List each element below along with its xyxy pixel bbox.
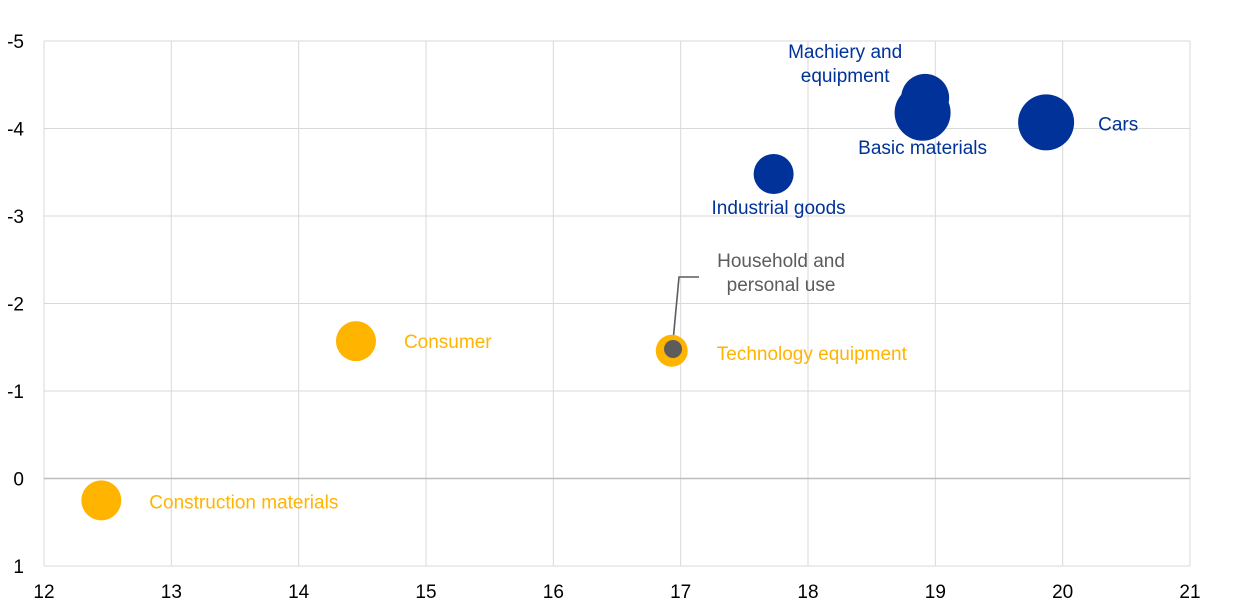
point-household-and-personal-use	[664, 340, 683, 358]
x-tick-label-21: 21	[1179, 582, 1200, 603]
x-tick-label-14: 14	[288, 582, 310, 603]
x-tick-label-19: 19	[925, 582, 946, 603]
leader-lines	[672, 276, 700, 342]
label-industrial-goods: Industrial goods	[712, 198, 846, 219]
y-tick-label-1: 1	[13, 557, 24, 578]
label-consumer: Consumer	[404, 332, 492, 353]
y-tick-label--4: -4	[7, 120, 24, 141]
label-technology-equipment: Technology equipment	[717, 344, 908, 365]
grid-lines	[43, 40, 1191, 567]
x-tick-label-13: 13	[161, 582, 182, 603]
x-tick-label-16: 16	[543, 582, 564, 603]
point-basic-materials	[894, 84, 951, 141]
point-industrial-goods	[753, 154, 794, 194]
y-tick-label-0: 0	[13, 470, 24, 491]
x-tick-label-18: 18	[797, 582, 818, 603]
leader-line-household	[672, 276, 700, 342]
label-cars: Cars	[1098, 114, 1138, 135]
x-tick-label-20: 20	[1052, 582, 1073, 603]
x-tick-label-12: 12	[33, 582, 54, 603]
axis-tick-labels: 12 13 14 15 16 17 18 19 20 21 -5 -4 -3 -2 -1 0 1	[7, 32, 1200, 603]
label-construction-materials: Construction materials	[149, 492, 338, 513]
y-tick-label--5: -5	[7, 32, 24, 53]
y-tick-label--2: -2	[7, 295, 24, 316]
label-basic-materials: Basic materials	[858, 138, 987, 159]
y-tick-label--3: -3	[7, 207, 24, 228]
x-tick-label-15: 15	[415, 582, 436, 603]
point-construction-materials	[81, 480, 122, 521]
y-tick-label--1: -1	[7, 382, 24, 403]
point-consumer	[335, 321, 376, 362]
data-points	[81, 73, 1075, 521]
point-cars	[1018, 94, 1075, 151]
x-tick-label-17: 17	[670, 582, 691, 603]
